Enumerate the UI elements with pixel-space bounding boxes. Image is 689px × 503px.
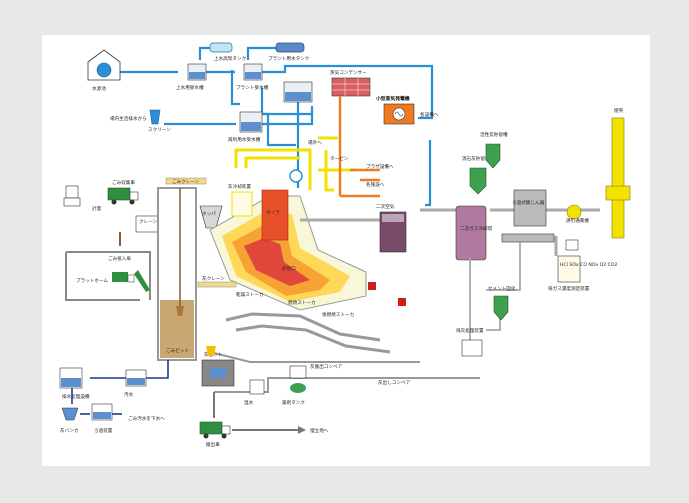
- chimney: 煙突: [605, 107, 631, 239]
- cement-silo: セメント固化: [488, 285, 516, 321]
- steam-condenser: 蒸気コンデンサー: [330, 69, 371, 97]
- steam-condenser-label: 蒸気コンデンサー: [330, 69, 367, 76]
- platform-truck: [112, 270, 150, 292]
- pre-treatment-tank: [283, 81, 313, 103]
- slag-conveyor-label: 灰搬出コンベア: [310, 363, 343, 370]
- stack-analysis-label: HCl SOx CO NOx O2 CO2: [560, 262, 617, 268]
- chemical-tank-label: 薬剤タンク: [282, 399, 305, 406]
- induced-fan: 誘引通風機: [566, 204, 589, 224]
- weigh-label: 計量: [92, 205, 102, 212]
- platform-label: プラットホーム: [76, 278, 108, 284]
- air-ducts: [225, 312, 391, 354]
- hot-water-label: 温水: [244, 399, 254, 406]
- upper-water-tank: 上水高架タンク: [209, 42, 246, 62]
- boiler: ボイラ: [261, 189, 289, 241]
- sewage-label: ごみ汚水を下水へ: [128, 415, 165, 422]
- ash-crane-label: 灰クレーン: [202, 275, 225, 282]
- ash-treatment-box: 灰冷却装置: [228, 183, 253, 217]
- orange-pipes: [338, 96, 380, 198]
- screen-label: スクリーン: [148, 127, 171, 133]
- plant-water-tank: プラント用水タンク: [268, 42, 309, 62]
- crane-op-label: クレーン操作室: [139, 218, 171, 225]
- arrow-head-landfill: [298, 426, 306, 434]
- wastewater-system: 排水処理設備 汚水 灰バンカ ろ過装置 ごみ汚水を下水へ: [59, 367, 165, 434]
- wastewater-tank-label: 排水処理設備: [62, 393, 90, 400]
- ash-cooling-label: 灰冷却装置: [228, 183, 251, 190]
- bag-filter: ろ過式集じん器: [501, 189, 555, 243]
- boiler-label: ボイラ: [266, 209, 280, 216]
- wastewater-lines: [71, 360, 169, 415]
- crane-label: ごみクレーン: [172, 178, 200, 185]
- screen-unit: 場内生活排水から スクリーン: [110, 109, 171, 133]
- after-grate-label: 後燃焼ストーカ: [322, 311, 354, 318]
- water-intake: 水源池: [87, 49, 121, 92]
- truck-out-label: 搬出車: [206, 441, 220, 448]
- gas-cooler: 二次空気: [376, 203, 407, 253]
- waste-truck-label: ごみ収集車: [112, 179, 135, 186]
- plant-tank-label: プラント用水タンク: [268, 55, 309, 62]
- weigh-station: 計量: [63, 185, 102, 212]
- waste-pit: ごみピット: [157, 187, 197, 361]
- lime-silo: 消石灰貯留槽: [462, 155, 490, 195]
- cooling-tower: 二次ガス冷却塔: [455, 205, 493, 261]
- reagent-tank: HCl SOx CO NOx O2 CO2 排ガス濃度測定装置: [548, 239, 617, 292]
- entrance-label: ごみ投入扉: [108, 255, 131, 262]
- waste-crane: ごみクレーン: [165, 177, 207, 316]
- upper-receiving-tank: 上水用受水槽: [176, 63, 207, 91]
- small-generator: 小型蒸気発電機: [375, 95, 415, 125]
- waste-truck: ごみ収集車: [107, 179, 139, 205]
- plant-receiving-tank: プラント受水槽: [236, 63, 269, 91]
- to-various-label: 各設備へ: [420, 111, 439, 118]
- wastewater-label: 汚水: [124, 391, 134, 398]
- cooling-tower-label: 二次ガス冷却塔: [460, 225, 493, 232]
- lime-label: 消石灰貯留槽: [462, 155, 490, 162]
- cement-tank-label: セメント固化: [488, 285, 516, 292]
- upper-pump-label: 上水用受水槽: [176, 84, 204, 91]
- hopper-label: ホッパ: [202, 211, 216, 217]
- water-intake-label: 水源池: [92, 85, 106, 92]
- upper-tank-label: 上水高架タンク: [214, 55, 246, 62]
- turbine: タービン: [289, 155, 349, 183]
- furnace-label: 炉出口: [282, 265, 296, 272]
- activated-carbon-silo: 活性炭貯留槽: [480, 131, 508, 169]
- dust-collector-label: ろ過式集じん器: [512, 199, 545, 206]
- diagram-paper: [42, 35, 650, 466]
- to-outside-label: 場外へ: [308, 139, 322, 146]
- combustion-grate-label: 燃焼ストーカ: [288, 299, 316, 306]
- each-facility-label: 各施設へ: [366, 181, 385, 188]
- water-lines: [116, 46, 434, 207]
- steam-pipes: [234, 136, 356, 192]
- ash-crane: 灰クレーン: [197, 275, 237, 356]
- gas-meter-label: 排ガス濃度測定装置: [548, 285, 590, 292]
- river-water-label: 場内生活排水から: [110, 115, 147, 122]
- reuse-tank-label: 再利用水受水槽: [228, 136, 261, 143]
- filter-label: ろ過装置: [94, 427, 113, 434]
- chimney-label: 煙突: [614, 107, 624, 114]
- red-valves: [368, 282, 406, 306]
- platform-building: [65, 251, 151, 301]
- ash-conveyor-label: 灰出しコンベア: [378, 379, 411, 386]
- pit-label: ごみピット: [166, 347, 189, 354]
- ash-bunker-label: 灰バンカ: [60, 427, 79, 434]
- ash-conveyor: [209, 351, 480, 393]
- ash-truck: 搬出車: [199, 421, 231, 448]
- reuse-tank: 再利用水受水槽: [228, 111, 263, 143]
- plaza-label: プラザ設備へ: [366, 163, 394, 170]
- secondary-air-label: 二次空気: [376, 203, 395, 210]
- turbine-label: タービン: [330, 155, 349, 162]
- water-tank-lower: 温水: [244, 379, 265, 406]
- ind-fan-label: 誘引通風機: [566, 217, 589, 224]
- gas-path: [300, 208, 600, 256]
- activated-carbon-label: 活性炭貯留槽: [480, 131, 508, 138]
- generator-label: 小型蒸気発電機: [375, 95, 410, 102]
- to-landfill-label: 埋立地へ: [310, 427, 329, 434]
- ash-treat-label: 飛灰処理装置: [456, 327, 484, 334]
- fly-ash-treatment: 飛灰処理装置: [456, 327, 484, 357]
- plant-pump-label: プラント受水槽: [236, 84, 269, 91]
- chemical-tank: 薬剤タンク: [282, 365, 307, 406]
- drying-grate-label: 乾燥ストーカ: [236, 291, 264, 298]
